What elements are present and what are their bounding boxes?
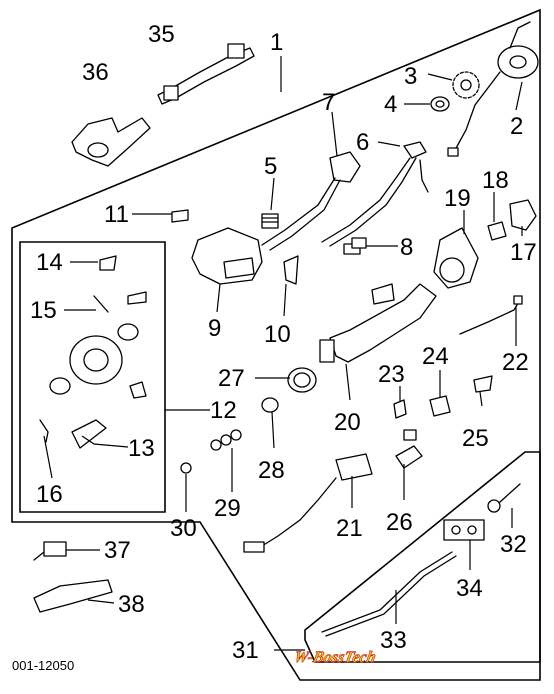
part-retainer-pin [93,291,147,313]
callout-35: 35 [148,21,175,48]
part-wiring-harness [243,453,373,553]
callout-14: 14 [36,249,63,276]
callout-38: 38 [118,591,145,618]
part-clip [393,399,407,419]
part-gear [452,71,480,99]
callout-19: 19 [444,185,471,212]
part-switch-harness [321,141,429,247]
part-screw [171,209,189,223]
callout-7: 7 [322,89,335,116]
callout-20: 20 [334,409,361,436]
callout-12: 12 [210,397,237,424]
part-lock-housing [49,323,147,399]
callout-36: 36 [82,59,109,86]
callout-9: 9 [208,315,221,342]
callout-3: 3 [404,63,417,90]
callout-8: 8 [400,234,413,261]
part-column-shroud [191,227,263,285]
callout-15: 15 [30,297,57,324]
part-connectors [343,237,367,255]
callout-5: 5 [264,153,277,180]
callout-26: 26 [386,509,413,536]
part-washers [210,429,242,451]
part-ignition-switch [509,199,537,231]
part-actuator [39,419,107,449]
callout-4: 4 [384,91,397,118]
part-spring [261,213,279,229]
callout-1: 1 [270,29,283,56]
leader-lines [43,56,523,651]
callout-11: 11 [104,201,129,228]
part-cover [433,227,479,289]
callout-27: 27 [218,365,245,392]
callout-18: 18 [482,167,509,194]
callout-21: 21 [336,515,363,542]
part-bushing [430,96,450,112]
main-assembly-frame [11,8,541,681]
callout-24: 24 [422,343,449,370]
callout-2: 2 [510,113,523,140]
part-bracket [283,255,299,285]
part-lock-actuator [33,541,67,561]
callout-33: 33 [380,627,407,654]
part-intermediate-shaft [157,43,255,105]
part-steering-shaft [321,551,457,637]
callout-29: 29 [214,495,241,522]
callout-28: 28 [258,457,285,484]
callout-10: 10 [264,321,291,348]
part-key-buzzer [395,429,423,469]
callout-31: 31 [232,637,259,664]
callout-34: 34 [456,575,483,602]
part-switch-bracket [429,395,451,417]
callout-30: 30 [170,515,197,542]
callout-6: 6 [356,129,369,156]
callout-16: 16 [36,481,63,508]
shaft-group-frame [304,451,541,663]
part-lever [473,375,493,393]
callout-13: 13 [128,435,155,462]
watermark-logo: W-BossTech [292,649,378,666]
callout-labels: 1 2 3 4 5 6 7 8 9 10 11 12 13 14 15 16 1… [30,21,537,664]
part-key-warning-switch [99,255,117,271]
part-clock-spring [447,21,539,157]
part-turn-signal-switch [261,151,361,251]
part-shift-rod [459,295,523,335]
callout-17: 17 [510,239,537,266]
callout-32: 32 [500,531,527,558]
part-linkage-plate [33,579,113,613]
part-small-bushing [487,221,507,241]
part-cap [261,397,279,413]
part-nut [180,462,192,474]
part-steering-boot [71,117,151,167]
callout-22: 22 [502,349,529,376]
lock-cylinder-group-frame [19,241,166,513]
part-shaft-hardware [443,483,521,541]
part-ring [287,367,317,393]
figure-code: 001-12050 [12,658,74,673]
callout-25: 25 [462,425,489,452]
part-column-tube [319,283,437,363]
svg-text:W-BossTech: W-BossTech [292,649,377,666]
callout-23: 23 [378,361,405,388]
callout-37: 37 [104,537,131,564]
